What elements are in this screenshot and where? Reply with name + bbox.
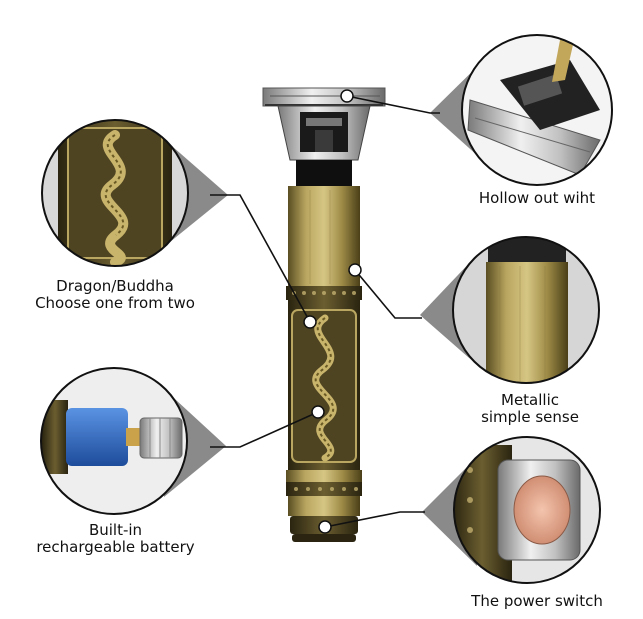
connector-dragon <box>210 194 311 323</box>
label-metallic-line2: simple sense <box>481 408 579 426</box>
label-battery-line1: Built-in <box>88 521 143 539</box>
label-metallic: Metallic simple sense <box>450 392 610 426</box>
label-switch-line1: The power switch <box>471 592 603 610</box>
label-battery-line2: rechargeable battery <box>36 538 195 556</box>
label-hollow: Hollow out wiht <box>452 190 622 207</box>
dot-dragon <box>303 315 317 329</box>
connector-battery <box>210 411 319 448</box>
dot-metallic <box>348 263 362 277</box>
connector-hollow <box>346 95 440 114</box>
trimmer-body <box>262 87 386 542</box>
dot-hollow <box>340 89 354 103</box>
callout-metallic <box>452 236 600 384</box>
label-metallic-line1: Metallic <box>501 391 559 409</box>
connector-switch <box>324 511 425 528</box>
dot-switch <box>318 520 332 534</box>
dot-battery <box>311 405 325 419</box>
label-hollow-line1: Hollow out wiht <box>478 189 596 207</box>
label-dragon-line1: Dragon/Buddha <box>56 277 174 295</box>
label-switch: The power switch <box>452 593 622 610</box>
callout-hollow <box>461 34 613 186</box>
label-dragon-line2: Choose one from two <box>35 294 195 312</box>
connector-metallic <box>354 269 422 319</box>
label-dragon: Dragon/Buddha Choose one from two <box>25 278 205 312</box>
connector-lines <box>210 95 440 528</box>
callout-battery <box>40 367 188 515</box>
label-battery: Built-in rechargeable battery <box>28 522 203 556</box>
callout-dragon <box>41 119 189 267</box>
